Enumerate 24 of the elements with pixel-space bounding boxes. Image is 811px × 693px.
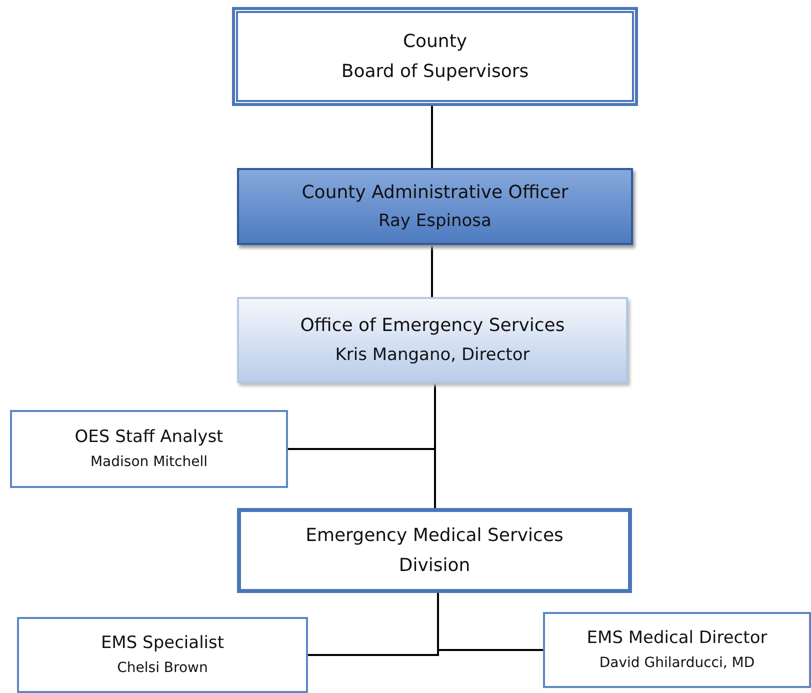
node-title: County bbox=[402, 30, 468, 54]
node-subtitle: Division bbox=[398, 554, 470, 578]
node-title: County Administrative Officer bbox=[302, 180, 568, 205]
connector-line bbox=[437, 593, 543, 651]
staff-box bbox=[17, 617, 308, 693]
node-title: Emergency Medical Services bbox=[306, 524, 564, 548]
connector-line bbox=[431, 245, 433, 297]
node-subtitle: Kris Mangano, Director bbox=[335, 344, 530, 367]
node-title: EMS Medical Director bbox=[586, 627, 768, 650]
node-title: OES Staff Analyst bbox=[74, 426, 224, 450]
node-title: Office of Emergency Services bbox=[300, 314, 565, 338]
staff-box bbox=[10, 410, 288, 488]
staff-box bbox=[543, 612, 811, 688]
officer-box bbox=[237, 168, 633, 245]
node-subtitle: Ray Espinosa bbox=[378, 210, 492, 234]
node-subtitle: Madison Mitchell bbox=[90, 453, 208, 472]
board-box bbox=[233, 8, 637, 105]
node-title: EMS Specialist bbox=[100, 632, 224, 656]
division-box bbox=[237, 508, 632, 593]
node-subtitle: Chelsi Brown bbox=[117, 659, 208, 678]
node-subtitle: Board of Supervisors bbox=[341, 60, 529, 84]
connector-line bbox=[431, 105, 433, 168]
office-box bbox=[237, 297, 628, 383]
node-subtitle: David Ghilarducci, MD bbox=[599, 654, 755, 674]
